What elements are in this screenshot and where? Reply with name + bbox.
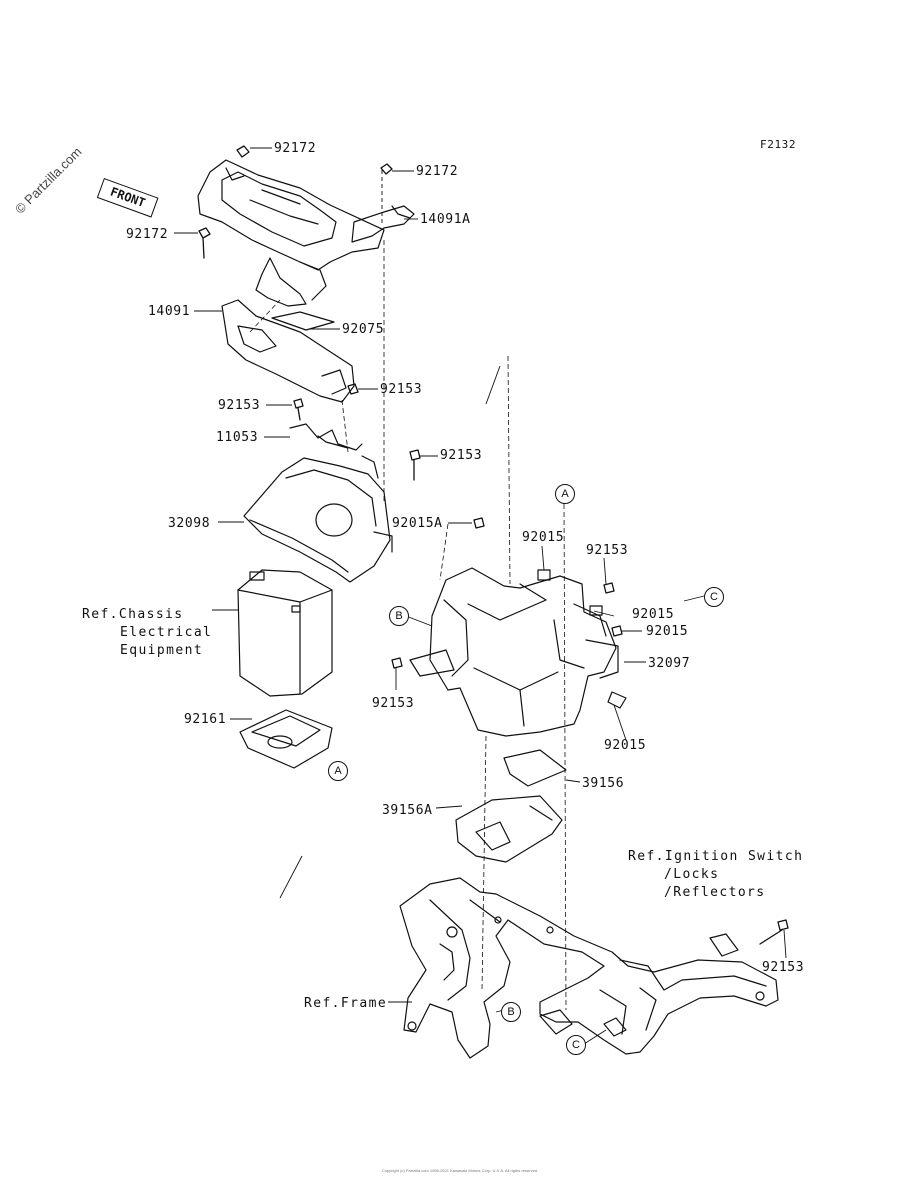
part-label-92153[interactable]: 92153 [440, 448, 483, 463]
part-label-92015[interactable]: 92015 [522, 530, 565, 545]
tray-92161-drawing [239, 709, 333, 769]
callout-c: C [566, 1035, 586, 1055]
part-label-92161[interactable]: 92161 [184, 712, 227, 727]
pad-92075-drawing [271, 311, 335, 331]
ref-ignition-switch-label: Ref.Ignition Switch [628, 849, 804, 864]
ref-chassis-electrical-label-line3: Equipment [120, 643, 204, 658]
part-label-92172[interactable]: 92172 [274, 141, 317, 156]
part-label-92015A[interactable]: 92015A [392, 516, 443, 531]
ref-chassis-electrical-label: Ref.Chassis [82, 607, 184, 622]
alignment-lines [249, 240, 567, 1011]
callout-a: A [555, 484, 575, 504]
part-label-32097[interactable]: 32097 [648, 656, 691, 671]
part-label-92075[interactable]: 92075 [342, 322, 385, 337]
frame-drawing [399, 877, 779, 1059]
part-label-32098[interactable]: 32098 [168, 516, 211, 531]
part-label-92153[interactable]: 92153 [372, 696, 415, 711]
callout-c: C [704, 587, 724, 607]
cover-32098-drawing [243, 457, 393, 583]
part-label-92015[interactable]: 92015 [604, 738, 647, 753]
part-label-11053[interactable]: 11053 [216, 430, 259, 445]
break-marks [279, 365, 501, 899]
ref-frame-label: Ref.Frame [304, 996, 388, 1011]
copyright-footer: Copyright (c) Partzilla.com 1998-2021 Ka… [381, 1168, 539, 1173]
pad-39156-drawing [503, 749, 567, 787]
bracket-11053-drawing [289, 423, 379, 479]
part-label-92153[interactable]: 92153 [218, 398, 261, 413]
figure-id: F2132 [760, 138, 797, 151]
fasteners-drawing [198, 145, 789, 945]
part-label-92153[interactable]: 92153 [762, 960, 805, 975]
bracket-14091A-drawing [351, 205, 415, 243]
callout-a: A [328, 761, 348, 781]
battery-case-drawing [409, 567, 627, 737]
callout-b: B [501, 1002, 521, 1022]
ref-chassis-electrical-label-line2: Electrical [120, 625, 213, 640]
cover-14091-drawing [221, 299, 355, 403]
part-label-92172[interactable]: 92172 [126, 227, 169, 242]
pad-39156A-drawing [455, 795, 563, 863]
part-label-92153[interactable]: 92153 [380, 382, 423, 397]
part-label-92015[interactable]: 92015 [632, 607, 675, 622]
part-label-14091[interactable]: 14091 [148, 304, 191, 319]
upper-cover-drawing [197, 159, 385, 307]
battery-drawing [237, 569, 333, 697]
leader-lines [174, 147, 787, 1045]
ref-ignition-switch-label-line2: /Locks [664, 867, 720, 882]
ref-ignition-switch-label-line3: /Reflectors [664, 885, 766, 900]
part-label-39156A[interactable]: 39156A [382, 803, 433, 818]
part-label-14091A[interactable]: 14091A [420, 212, 471, 227]
part-label-92153[interactable]: 92153 [586, 543, 629, 558]
callout-b: B [389, 606, 409, 626]
part-label-39156[interactable]: 39156 [582, 776, 625, 791]
part-label-92015[interactable]: 92015 [646, 624, 689, 639]
part-label-92172[interactable]: 92172 [416, 164, 459, 179]
